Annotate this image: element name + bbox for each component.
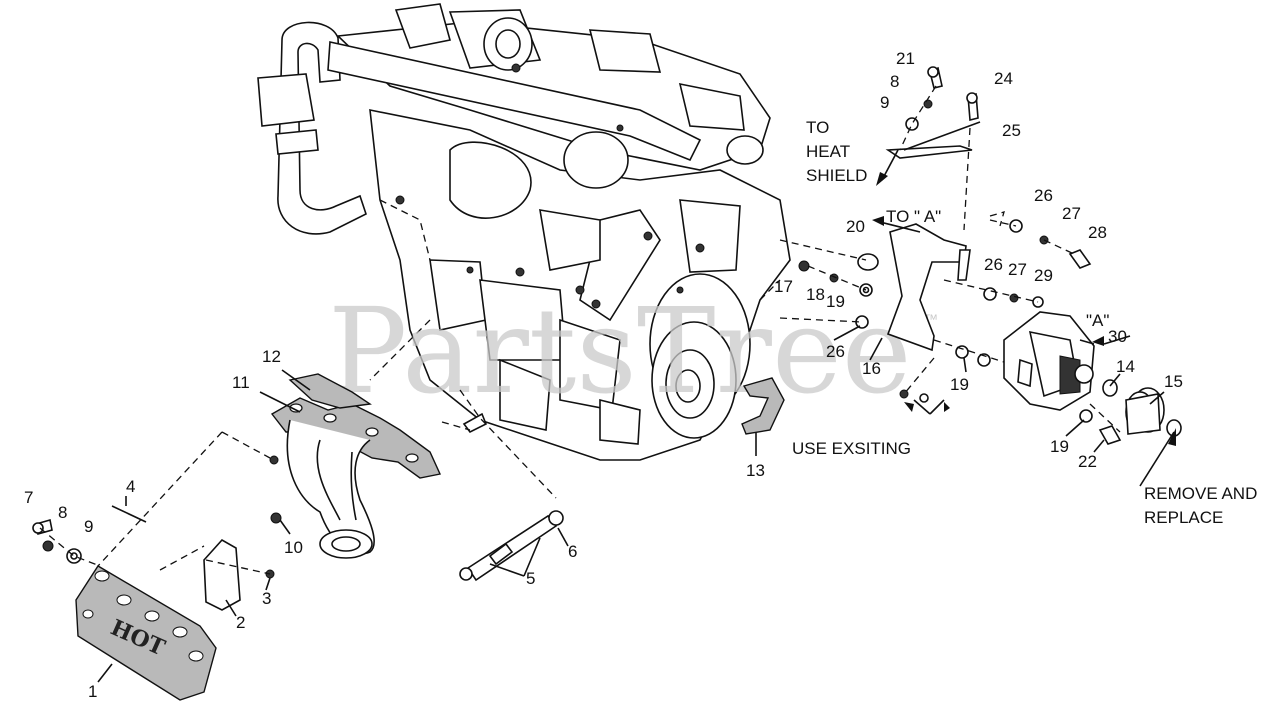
callout-4: 4 xyxy=(126,477,135,496)
callout-21: 21 xyxy=(896,49,915,68)
callout-8b: 8 xyxy=(890,72,899,91)
callout-22: 22 xyxy=(1078,452,1097,471)
shield-plate xyxy=(203,538,241,611)
callout-10: 10 xyxy=(284,538,303,557)
heat-shield-bracket xyxy=(885,145,973,159)
callout-9b: 9 xyxy=(880,93,889,112)
alternator xyxy=(1003,311,1095,411)
note-remove-and-replace-line1: REMOVE AND xyxy=(1144,484,1257,503)
callout-9: 9 xyxy=(84,517,93,536)
hardware xyxy=(32,66,1122,579)
note-to-heat-shield-line2: HEAT xyxy=(806,142,850,161)
exhaust-manifold xyxy=(270,397,442,559)
callout-28: 28 xyxy=(1088,223,1107,242)
callout-29: 29 xyxy=(1034,266,1053,285)
callout-18: 18 xyxy=(806,285,825,304)
callout-17: 17 xyxy=(774,277,793,296)
drive-belt xyxy=(741,377,785,435)
callout-27a: 27 xyxy=(1062,204,1081,223)
callout-7: 7 xyxy=(24,488,33,507)
oxygen-sensor xyxy=(459,510,564,582)
callout-13: 13 xyxy=(746,461,765,480)
callout-19a: 19 xyxy=(826,292,845,311)
callout-2: 2 xyxy=(236,613,245,632)
callout-3: 3 xyxy=(262,589,271,608)
note-to-a: TO " A" xyxy=(886,207,941,226)
hot-heat-shield: HOT xyxy=(75,565,217,701)
alternator-pulley xyxy=(1125,387,1165,435)
leader-lines xyxy=(39,85,1165,683)
arrows xyxy=(872,149,1176,487)
callout-16: 16 xyxy=(862,359,881,378)
manifold-gasket xyxy=(288,373,372,409)
note-use-existing: USE EXSITING xyxy=(792,439,911,458)
callout-26b: 26 xyxy=(984,255,1003,274)
callout-26c: 26 xyxy=(826,342,845,361)
callout-27b: 27 xyxy=(1008,260,1027,279)
callout-20: 20 xyxy=(846,217,865,236)
callout-30: 30 xyxy=(1108,327,1127,346)
callout-24: 24 xyxy=(994,69,1013,88)
annotation-notes: TO HEAT SHIELD TO " A" "A" USE EXSITING … xyxy=(792,118,1257,527)
callout-15: 15 xyxy=(1164,372,1183,391)
callout-5: 5 xyxy=(526,569,535,588)
callout-12: 12 xyxy=(262,347,281,366)
callout-19c: 19 xyxy=(1050,437,1069,456)
note-to-heat-shield-line1: TO xyxy=(806,118,829,137)
alternator-bracket xyxy=(886,223,971,352)
note-remove-and-replace-line2: REPLACE xyxy=(1144,508,1223,527)
callout-14: 14 xyxy=(1116,357,1135,376)
note-a: "A" xyxy=(1086,311,1109,330)
callout-25: 25 xyxy=(1002,121,1021,140)
callout-8: 8 xyxy=(58,503,67,522)
callout-11: 11 xyxy=(232,373,250,392)
callout-26a: 26 xyxy=(1034,186,1053,205)
watermark-text: PartsTree xyxy=(328,282,912,420)
callout-19b: 19 xyxy=(950,375,969,394)
callout-1: 1 xyxy=(88,682,97,701)
note-to-heat-shield-line3: SHIELD xyxy=(806,166,867,185)
pulley-washer xyxy=(1102,379,1118,397)
callout-numbers: 1 2 3 4 5 6 7 8 9 10 11 12 13 14 15 16 1… xyxy=(24,49,1183,701)
engine-assembly xyxy=(257,3,791,461)
callout-6: 6 xyxy=(568,542,577,561)
